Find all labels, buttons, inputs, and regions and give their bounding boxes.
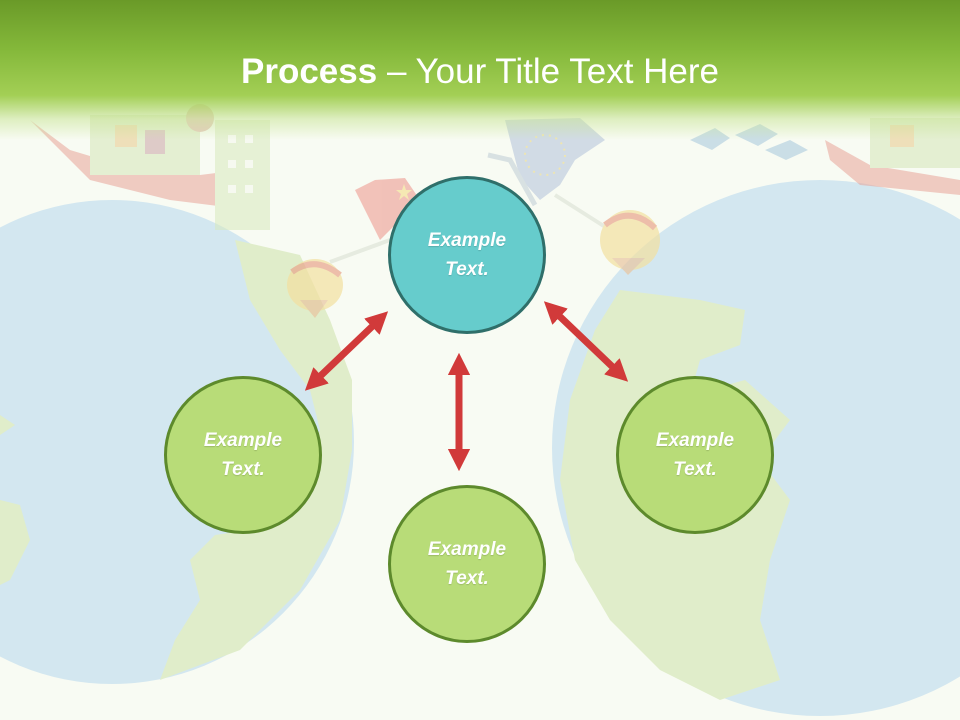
node-top[interactable]: Example Text. bbox=[388, 176, 546, 334]
node-left-text: Example Text. bbox=[203, 430, 283, 480]
title-bold: Process bbox=[241, 52, 378, 91]
arrow-left-top bbox=[304, 311, 389, 391]
node-bottom-text: Example Text. bbox=[427, 539, 507, 589]
node-right[interactable]: Example Text. bbox=[616, 376, 774, 534]
node-right-text: Example Text. bbox=[655, 430, 735, 480]
balloon-right-decor bbox=[553, 193, 660, 275]
node-left[interactable]: Example Text. bbox=[164, 376, 322, 534]
flag-red-decor bbox=[355, 178, 420, 240]
slide-title: Process – Your Title Text Here bbox=[0, 52, 960, 92]
balloon-left-decor bbox=[287, 238, 391, 318]
title-rest: – Your Title Text Here bbox=[377, 52, 719, 91]
node-top-text: Example Text. bbox=[427, 230, 507, 280]
title-band bbox=[0, 0, 960, 140]
node-bottom[interactable]: Example Text. bbox=[388, 485, 546, 643]
arrow-right-top bbox=[543, 301, 629, 382]
